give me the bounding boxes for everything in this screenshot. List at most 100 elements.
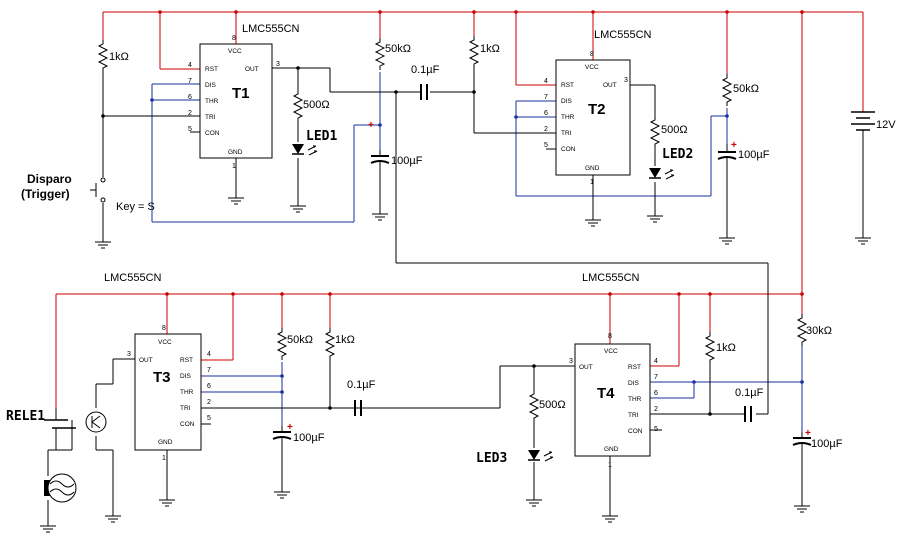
pin-number: 6 (188, 94, 192, 101)
pin-out: OUT (139, 357, 153, 364)
resistor-label: 30kΩ (806, 325, 832, 337)
pin-number: 4 (544, 78, 548, 85)
trigger-label: (Trigger) (21, 187, 70, 201)
timer-part-label: LMC555CN (594, 29, 652, 41)
pin-number: 8 (232, 35, 236, 42)
timer-t3: VCC OUT RST DIS THR TRI CON GND 8 3 4 7 … (104, 272, 211, 462)
pin-out: OUT (245, 66, 259, 73)
capacitor-label: 0.1µF (347, 379, 376, 391)
timer-name: T4 (597, 385, 615, 402)
pin-number: 4 (207, 351, 211, 358)
timer-name: T1 (232, 85, 250, 102)
capacitor-label: 100µF (293, 432, 325, 444)
pin-rst: RST (628, 364, 641, 371)
timer-part-label: LMC555CN (104, 272, 162, 284)
pin-vcc: VCC (228, 48, 242, 55)
pin-tri: TRI (628, 412, 639, 419)
resistor-label: 50kΩ (733, 83, 759, 95)
svg-text:+: + (287, 422, 293, 433)
pin-thr: THR (180, 389, 194, 396)
pin-gnd: GND (604, 446, 619, 453)
svg-text:+: + (805, 428, 811, 439)
capacitor-label: 0.1µF (411, 64, 440, 76)
svg-text:+: + (731, 140, 737, 151)
pin-number: 6 (207, 383, 211, 390)
pin-number: 5 (207, 415, 211, 422)
timer-t4: VCC OUT RST DIS THR TRI CON GND 8 3 4 7 … (569, 272, 662, 469)
timer-part-label: LMC555CN (582, 272, 640, 284)
pin-number: 6 (544, 110, 548, 117)
pin-vcc: VCC (604, 348, 618, 355)
pin-rst: RST (205, 66, 218, 73)
resistor-label: 500Ω (661, 124, 688, 136)
pin-number: 3 (624, 77, 628, 84)
pin-tri: TRI (561, 130, 572, 137)
pin-dis: DIS (628, 380, 640, 387)
pin-gnd: GND (228, 149, 243, 156)
timer-part-label: LMC555CN (242, 23, 300, 35)
trigger-label: Disparo (27, 172, 72, 186)
pin-gnd: GND (585, 165, 600, 172)
pin-tri: TRI (180, 405, 191, 412)
pin-dis: DIS (561, 98, 573, 105)
capacitor-label: 100µF (811, 438, 843, 450)
pin-number: 8 (590, 51, 594, 58)
pin-thr: THR (628, 396, 642, 403)
pin-out: OUT (603, 82, 617, 89)
capacitor-label: 0.1µF (735, 387, 764, 399)
pin-number: 1 (162, 455, 166, 462)
relay (44, 411, 107, 503)
timer-t2: VCC RST OUT DIS THR TRI CON GND 8 4 7 6 … (544, 29, 652, 186)
pin-gnd: GND (158, 439, 173, 446)
pin-con: CON (180, 421, 195, 428)
pin-number: 6 (654, 390, 658, 397)
resistor-label: 50kΩ (385, 43, 411, 55)
pin-out: OUT (579, 364, 593, 371)
pin-number: 7 (654, 374, 658, 381)
trigger-switch (90, 177, 106, 203)
timing-wires (150, 72, 804, 432)
pin-number: 5 (188, 126, 192, 133)
pin-number: 4 (188, 62, 192, 69)
resistor-label: 1kΩ (335, 334, 355, 346)
resistor-label: 1kΩ (716, 342, 736, 354)
pin-number: 1 (608, 462, 612, 469)
led-label: LED3 (476, 451, 507, 466)
supply-rail (55, 10, 864, 408)
pin-rst: RST (180, 357, 193, 364)
pin-number: 7 (544, 94, 548, 101)
pin-dis: DIS (180, 373, 192, 380)
resistor-label: 500Ω (539, 399, 566, 411)
component-labels: 1kΩ 50kΩ 1kΩ 500Ω 50kΩ 500Ω 50kΩ 1kΩ 1kΩ… (6, 43, 896, 466)
pin-con: CON (205, 130, 220, 137)
pin-vcc: VCC (585, 64, 599, 71)
pin-number: 2 (544, 126, 548, 133)
pin-number: 3 (127, 351, 131, 358)
pin-number: 8 (608, 333, 612, 340)
supply-label: 12V (876, 119, 896, 131)
pin-thr: THR (205, 98, 219, 105)
resistor-label: 1kΩ (480, 43, 500, 55)
resistor-label: 500Ω (303, 99, 330, 111)
capacitor-label: 100µF (738, 149, 770, 161)
pin-thr: THR (561, 114, 575, 121)
svg-text:+: + (368, 120, 374, 131)
led-label: LED2 (662, 147, 693, 162)
pin-number: 3 (569, 358, 573, 365)
capacitors: + + + + (272, 83, 812, 452)
pin-number: 2 (654, 406, 658, 413)
resistor-label: 50kΩ (287, 334, 313, 346)
led-label: LED1 (306, 129, 337, 144)
pin-con: CON (628, 428, 643, 435)
signal-wires (47, 66, 864, 520)
pin-number: 1 (590, 179, 594, 186)
timer-t1: VCC RST OUT DIS THR TRI CON GND 8 4 7 6 … (188, 23, 300, 170)
relay-label: RELE1 (6, 409, 45, 424)
pin-rst: RST (561, 82, 574, 89)
key-label: Key = S (116, 201, 155, 213)
pin-number: 8 (162, 325, 166, 332)
capacitor-label: 100µF (391, 155, 423, 167)
pin-number: 3 (276, 61, 280, 68)
pin-number: 2 (207, 399, 211, 406)
